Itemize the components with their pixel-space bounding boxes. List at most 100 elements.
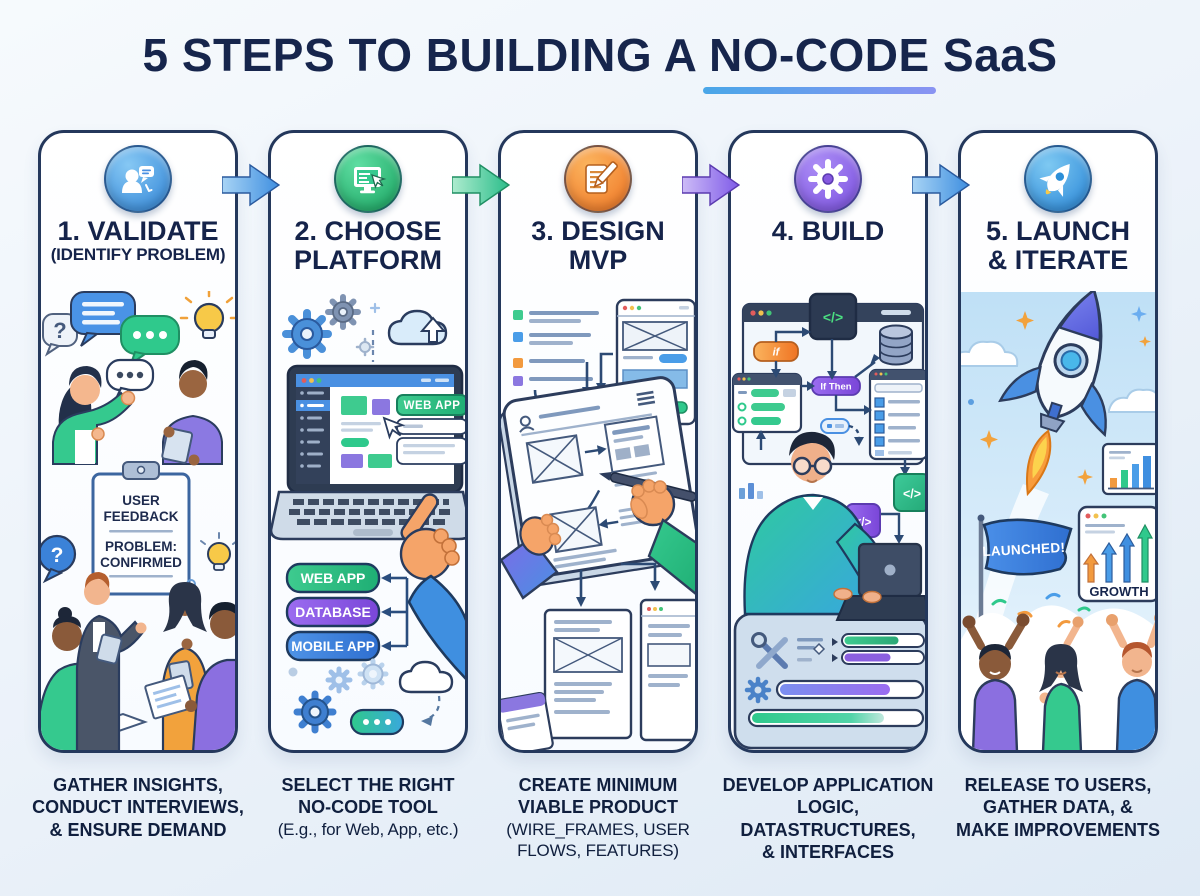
if-then-box: If Then	[811, 376, 861, 396]
pill-connector-arrows	[391, 576, 409, 648]
rocket	[998, 291, 1107, 497]
step-title-choose: 2. CHOOSE PLATFORM	[271, 216, 465, 275]
feature-checklist	[513, 310, 599, 386]
person-woman-green	[52, 366, 136, 465]
step-sublabel: (IDENTIFY PROBLEM)	[50, 245, 226, 265]
title-prefix: 5 STEPS TO BUILDING A	[142, 29, 696, 81]
person-celebrate-green	[1039, 616, 1084, 750]
rocket-icon	[1024, 145, 1092, 213]
caption-line: CREATE MINIMUM	[518, 775, 678, 795]
caption-line: & INTERFACES	[761, 841, 894, 862]
gears-top	[282, 294, 381, 359]
step-title-design: 3. DESIGN MVP	[501, 216, 695, 275]
step-label: 4. BUILD	[771, 216, 885, 246]
person-man-purple-right	[144, 602, 235, 750]
svg-text:</>: </>	[823, 309, 843, 325]
caption-line: SELECT THE RIGHT	[281, 775, 455, 795]
person-man-purple	[161, 360, 223, 466]
caption-line: RELEASE TO USERS,	[964, 775, 1152, 795]
caption-choose-platform: SELECT THE RIGHT NO-CODE TOOL (E.g., for…	[243, 774, 493, 840]
code-block-dark: </>	[808, 292, 858, 341]
step-label: 3. DESIGN	[531, 216, 665, 246]
step-sublabel: & ITERATE	[987, 245, 1129, 276]
svg-text:PROBLEM:: PROBLEM:	[105, 539, 177, 554]
page-title: 5 STEPS TO BUILDING A NO-CODE SaaS	[0, 28, 1200, 94]
launch-illustration: LAUNCHED! GROWTH	[961, 291, 1155, 750]
user-feedback-clipboard: USER FEEDBACK PROBLEM: CONFIRMED	[91, 461, 191, 596]
caption-line: LOGIC,	[797, 797, 859, 818]
caption-line: & ENSURE DEMAND	[49, 819, 227, 840]
flow-arrows-bottom	[579, 562, 657, 598]
lightbulb-icon	[179, 291, 235, 339]
svg-text:?: ?	[53, 318, 66, 343]
rocket-glyph	[1039, 164, 1070, 197]
validate-illustration: ?	[41, 291, 235, 750]
flow-connectors	[759, 330, 907, 536]
flow-arrow-1	[221, 162, 281, 208]
step-panel-design-mvp: 3. DESIGN MVP	[498, 130, 698, 753]
platform-pills: WEB APP DATABASE MOBILE APP	[285, 562, 409, 662]
design-mvp-illustration	[501, 298, 695, 750]
step-title-launch: 5. LAUNCH & ITERATE	[961, 216, 1155, 276]
step-title-validate: 1. VALIDATE (IDENTIFY PROBLEM)	[41, 216, 235, 265]
hand-right-pen	[598, 472, 695, 595]
chart-card-small	[1101, 442, 1155, 496]
wireframes-bottom	[501, 598, 695, 750]
step-label: 2. CHOOSE	[294, 216, 442, 246]
monitor-cursor-glyph	[354, 167, 387, 194]
svg-text:GROWTH: GROWTH	[1089, 584, 1148, 599]
caption-design-mvp: CREATE MINIMUM VIABLE PRODUCT (WIRE_FRAM…	[473, 774, 723, 861]
pill-mobile-app: MOBILE APP	[285, 630, 381, 662]
svg-text:If Then: If Then	[820, 382, 851, 393]
caption-line: GATHER DATA, &	[983, 797, 1133, 818]
bar-chart-mini	[739, 483, 763, 499]
caption-line: DEVELOP APPLICATION	[722, 775, 934, 795]
step-panel-validate: 1. VALIDATE (IDENTIFY PROBLEM) ?	[38, 130, 238, 753]
person-man-jacket	[75, 572, 147, 750]
gear-icon	[794, 145, 862, 213]
discussion-group	[41, 572, 235, 750]
chat-bubble-blue	[70, 291, 136, 347]
screen-web-app-tag: WEB APP	[396, 394, 465, 416]
svg-text:WEB APP: WEB APP	[301, 570, 366, 586]
flow-arrow-4	[911, 162, 971, 208]
caption-validate: GATHER INSIGHTS, CONDUCT INTERVIEWS, & E…	[13, 774, 263, 841]
user-chat-icon	[104, 145, 172, 213]
title-suffix: SaaS	[942, 29, 1058, 81]
dots-pill	[349, 708, 405, 736]
svg-text:WEB APP: WEB APP	[404, 400, 461, 412]
code-chip-small	[820, 418, 850, 434]
question-bubble-blue: ?	[41, 534, 77, 584]
svg-text:CONFIRMED: CONFIRMED	[100, 555, 182, 570]
toolbar-card	[733, 612, 925, 750]
step-panel-choose-platform: 2. CHOOSE PLATFORM	[268, 130, 468, 753]
svg-text:if: if	[773, 347, 781, 359]
cloud-bottom	[398, 660, 454, 726]
person-celebrate-purple	[962, 613, 1030, 750]
build-illustration: </> if If Then	[731, 292, 925, 750]
flow-arrow-2	[451, 162, 511, 208]
notepad-pencil-glyph	[585, 161, 618, 194]
laptop: WEB APP	[271, 364, 465, 541]
caption-line: DATASTRUCTURES,	[740, 819, 916, 840]
caption-line: GATHER INSIGHTS,	[53, 775, 223, 795]
svg-text:DATABASE: DATABASE	[295, 604, 371, 620]
svg-text:</>: </>	[903, 487, 921, 501]
svg-text:?: ?	[51, 544, 64, 567]
database-cylinder	[879, 324, 913, 366]
person-celebrate-blue	[1106, 614, 1155, 750]
pill-web-app: WEB APP	[285, 562, 381, 594]
chat-bubble-green	[120, 315, 180, 367]
svg-text:FEEDBACK: FEEDBACK	[103, 509, 178, 524]
caption-line: CONDUCT INTERVIEWS,	[32, 797, 244, 818]
celebrating-people	[962, 613, 1155, 750]
developer-at-laptop	[743, 431, 925, 621]
mini-panel-right	[868, 368, 925, 461]
confetti	[991, 592, 1091, 628]
step-title-build: 4. BUILD	[731, 216, 925, 246]
caption-launch: RELEASE TO USERS, GATHER DATA, & MAKE IM…	[933, 774, 1183, 841]
pointing-hand	[399, 493, 465, 680]
pill-database: DATABASE	[285, 596, 381, 628]
choose-platform-illustration: WEB APP WEB APP	[271, 294, 465, 736]
svg-text:USER: USER	[122, 493, 160, 508]
